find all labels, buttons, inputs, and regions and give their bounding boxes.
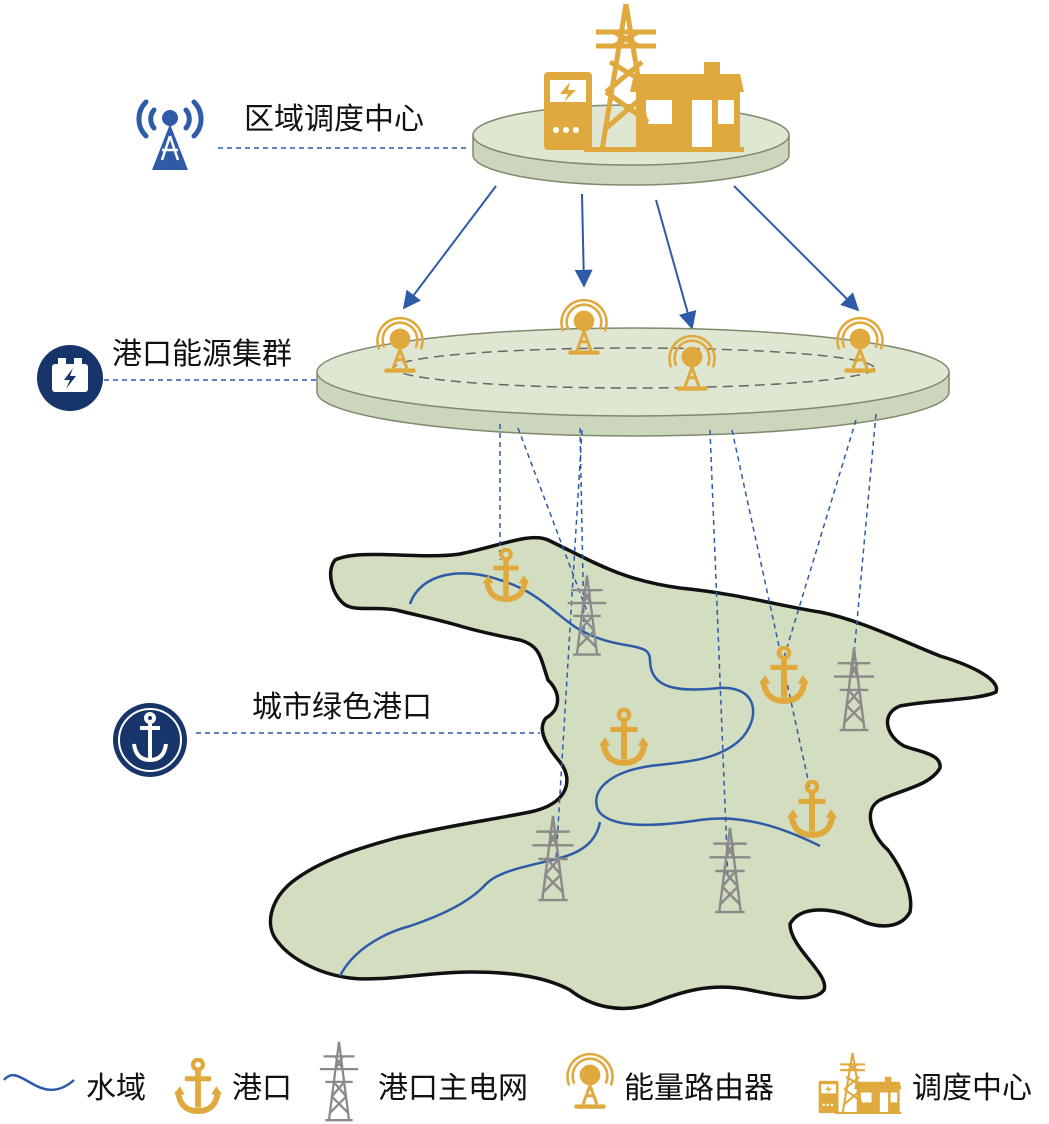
arrow-4: [733, 185, 860, 312]
dispatch-disk: [472, 104, 790, 186]
arrow-3: [655, 199, 697, 330]
signal-tower-icon: [136, 99, 204, 170]
dispatch-layer: 区域调度中心: [136, 4, 790, 186]
dispatch-center-label: 区域调度中心: [244, 102, 424, 137]
port-label: 城市绿色港口: [252, 690, 432, 725]
arrow-1: [402, 185, 497, 310]
port-layer: 城市绿色港口: [113, 413, 999, 1011]
battery-icon: [52, 358, 88, 392]
legend-router-label: 能量路由器: [624, 1071, 774, 1106]
dispatch-center-icon: [544, 4, 744, 152]
cluster-links: [499, 413, 877, 881]
legend-water-label: 水域: [86, 1071, 146, 1106]
cluster-label: 港口能源集群: [112, 337, 292, 372]
legend-grid-label: 港口主电网: [378, 1071, 528, 1106]
water-river: [338, 572, 821, 977]
cluster-disk: [316, 327, 950, 437]
land-map: [268, 535, 999, 1011]
legend-port-icon: [174, 1060, 222, 1111]
arrow-2: [574, 193, 593, 288]
legend-center-label: 调度中心: [912, 1071, 1032, 1106]
cluster-layer: 港口能源集群: [37, 298, 950, 437]
legend-water-icon: [3, 1073, 75, 1092]
legend-port-label: 港口: [232, 1071, 292, 1106]
legend: 水域 港口 港口主电网 能量路由器 调度中心: [3, 1040, 1032, 1122]
dispatch-arrows: [402, 185, 860, 330]
legend-center-icon: [818, 1052, 902, 1114]
legend-router-icon: [565, 1052, 615, 1111]
anchor-badge-icon: [132, 712, 168, 763]
legend-grid-icon: [318, 1040, 360, 1122]
